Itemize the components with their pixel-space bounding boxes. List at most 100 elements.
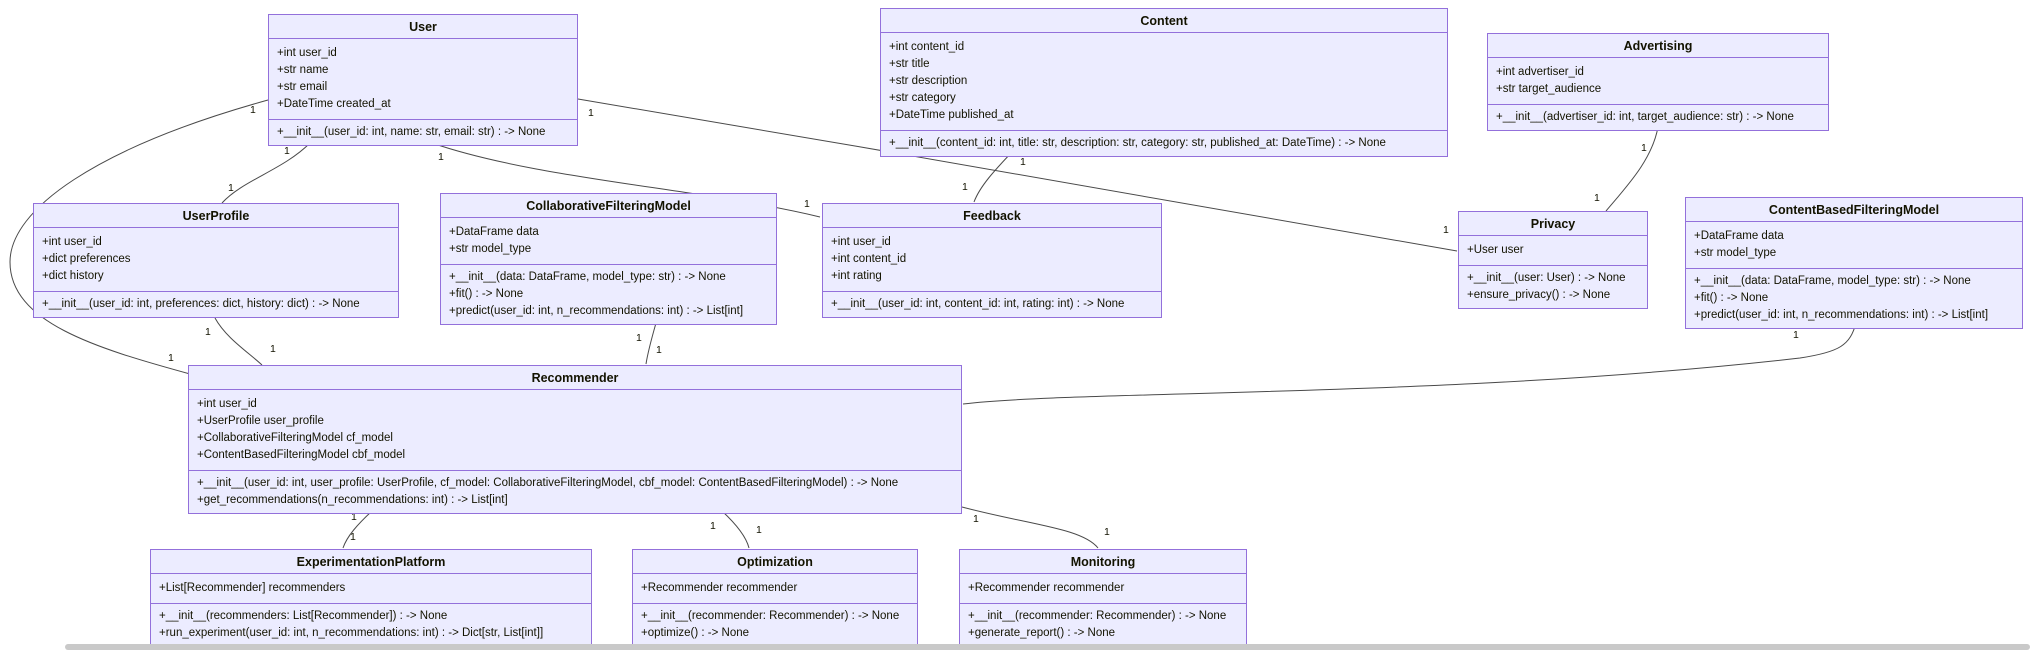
attribute: +Recommender recommender: [968, 582, 1125, 594]
attribute: +DateTime created_at: [277, 98, 391, 110]
class-title: Optimization: [633, 550, 917, 574]
method: +__init__(user_id: int, content_id: int,…: [831, 298, 1125, 310]
attribute: +DataFrame data: [1694, 230, 1784, 242]
edge-user-recommender: [9, 99, 269, 375]
attribute: +ContentBasedFilteringModel cbf_model: [197, 449, 406, 461]
class-node-privacy[interactable]: Privacy +User user +__init__(user: User) :…: [1458, 211, 1648, 309]
edge-cfm-recommender: [645, 322, 657, 365]
class-node-optimization[interactable]: Optimization +Recommender recommender +__i…: [632, 549, 918, 647]
cardinality-label: 1: [962, 181, 968, 193]
class-node-cfm[interactable]: CollaborativeFilteringModel+DataFrame da…: [440, 193, 777, 325]
cardinality-label: 1: [438, 151, 444, 163]
methods-section: +__init__(recommenders: List[Recommender…: [151, 604, 591, 646]
cardinality-label: 1: [710, 520, 716, 532]
edge-recommender-optimization: [721, 510, 750, 549]
attribute: +User user: [1467, 244, 1524, 256]
method: +__init__(content_id: int, title: str, d…: [889, 137, 1386, 149]
attributes-section: +int user_id+dict preferences+dict histo…: [34, 228, 398, 292]
attributes-section: +User user: [1459, 236, 1647, 266]
attribute: +int advertiser_id: [1496, 66, 1584, 78]
method: +__init__(data: DataFrame, model_type: s…: [449, 271, 726, 283]
cardinality-label: 1: [351, 511, 357, 523]
attributes-section: +int user_id+int content_id+int rating: [823, 228, 1161, 292]
class-title: Feedback: [823, 204, 1161, 228]
attribute: +str model_type: [1694, 247, 1777, 259]
attribute: +str description: [889, 75, 968, 87]
cardinality-label: 1: [804, 198, 810, 210]
method: +run_experiment(user_id: int, n_recommen…: [159, 627, 544, 639]
method: +fit() : -> None: [1694, 292, 1769, 304]
methods-section: +__init__(user_id: int, content_id: int,…: [823, 292, 1161, 317]
cardinality-label: 1: [1641, 142, 1647, 154]
attributes-section: +List[Recommender] recommenders: [151, 574, 591, 604]
method: +__init__(data: DataFrame, model_type: s…: [1694, 275, 1971, 287]
attribute: +dict preferences: [42, 253, 131, 265]
method: +__init__(recommender: Recommender) : ->…: [968, 610, 1227, 622]
method: +__init__(user: User) : -> None: [1467, 272, 1626, 284]
methods-section: +__init__(data: DataFrame, model_type: s…: [1686, 269, 2022, 328]
method: +optimize() : -> None: [641, 627, 750, 639]
class-node-expplat[interactable]: ExperimentationPlatform+List[Recommender…: [150, 549, 592, 647]
class-title: Content: [881, 9, 1447, 33]
methods-section: +__init__(user_id: int, name: str, email…: [269, 120, 577, 145]
attribute: +UserProfile user_profile: [197, 415, 324, 427]
cardinality-label: 1: [1793, 329, 1799, 341]
attributes-section: +int advertiser_id+str target_audience: [1488, 58, 1828, 105]
methods-section: +__init__(data: DataFrame, model_type: s…: [441, 265, 776, 324]
cardinality-label: 1: [168, 352, 174, 364]
attribute: +dict history: [42, 270, 104, 282]
edge-recommender-expplat: [342, 510, 373, 549]
class-node-content[interactable]: Content +int content_id +str title +str des…: [880, 8, 1448, 157]
cardinality-label: 1: [1443, 224, 1449, 236]
cardinality-label: 1: [588, 107, 594, 119]
attribute: +int content_id: [831, 253, 907, 265]
class-node-cbfm[interactable]: ContentBasedFilteringModel+DataFrame dat…: [1685, 197, 2023, 329]
cardinality-label: 1: [350, 531, 356, 543]
attributes-section: +int user_id+str name+str email+DateTime…: [269, 39, 577, 120]
method: +fit() : -> None: [449, 288, 524, 300]
horizontal-scrollbar[interactable]: [65, 644, 2030, 650]
attribute: +int user_id: [197, 398, 257, 410]
class-title: User: [269, 15, 577, 39]
class-node-advertising[interactable]: Advertising+int advertiser_id+str target…: [1487, 33, 1829, 131]
class-node-user[interactable]: User+int user_id+str name+str email+Date…: [268, 14, 578, 146]
attribute: +str title: [889, 58, 930, 70]
edge-user-userprofile: [221, 142, 311, 204]
class-node-monitoring[interactable]: Monitoring+Recommender recommender+__ini…: [959, 549, 1247, 647]
attribute: +int content_id: [889, 41, 965, 53]
cardinality-label: 1: [656, 344, 662, 356]
attributes-section: +DataFrame data +str model_type: [1686, 222, 2022, 269]
class-node-userprofile[interactable]: UserProfile+int user_id+dict preferences…: [33, 203, 399, 318]
cardinality-label: 1: [1020, 156, 1026, 168]
cardinality-label: 1: [284, 145, 290, 157]
edge-userprofile-recommender: [214, 317, 263, 366]
method: +__init__(user_id: int, preferences: dic…: [42, 298, 360, 310]
cardinality-label: 1: [205, 326, 211, 338]
methods-section: +__init__(user: User) : -> None +ensure_p…: [1459, 266, 1647, 308]
class-title: Recommender: [189, 366, 961, 390]
attribute: +int user_id: [277, 47, 337, 59]
method: +get_recommendations(n_recommendations: …: [197, 494, 508, 506]
class-title: CollaborativeFilteringModel: [441, 194, 776, 218]
attributes-section: +int content_id +str title +str descriptio…: [881, 33, 1447, 131]
attribute: +int rating: [831, 270, 882, 282]
class-node-recommender[interactable]: Recommender +int user_id +UserProfile user…: [188, 365, 962, 514]
methods-section: +__init__(recommender: Recommender) : ->…: [960, 604, 1246, 646]
methods-section: +__init__(recommender: Recommender) : ->…: [633, 604, 917, 646]
attribute: +CollaborativeFilteringModel cf_model: [197, 432, 393, 444]
method: +ensure_privacy() : -> None: [1467, 289, 1611, 301]
cardinality-label: 1: [973, 513, 979, 525]
class-title: ExperimentationPlatform: [151, 550, 591, 574]
class-title: Privacy: [1459, 212, 1647, 236]
attribute: +str name: [277, 64, 329, 76]
cardinality-label: 1: [756, 524, 762, 536]
class-node-feedback[interactable]: Feedback+int user_id+int content_id+int …: [822, 203, 1162, 318]
attribute: +Recommender recommender: [641, 582, 798, 594]
class-title: Advertising: [1488, 34, 1828, 58]
method: +__init__(recommender: Recommender) : ->…: [641, 610, 900, 622]
edge-advertising-privacy: [1605, 126, 1659, 212]
attributes-section: +int user_id +UserProfile user_profile +Co…: [189, 390, 961, 471]
